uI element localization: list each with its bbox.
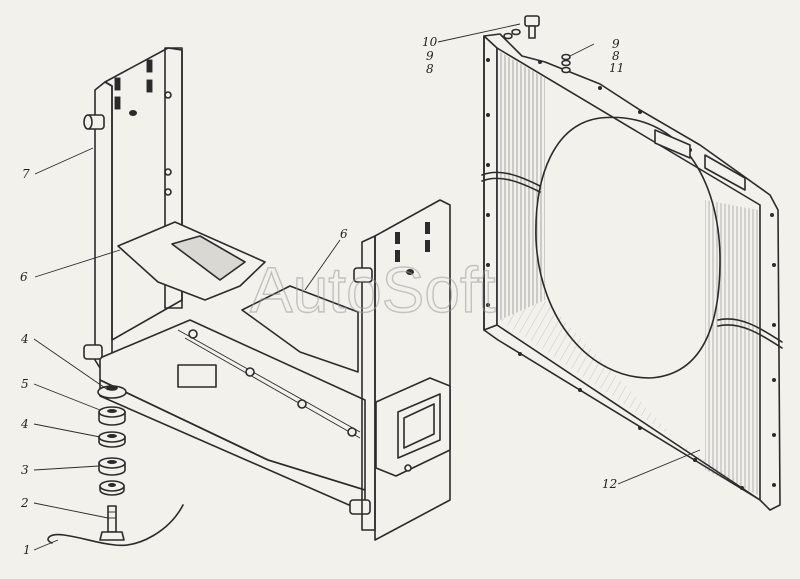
shroud-strap-right-2 [717, 324, 783, 349]
shroud-top-clip [654, 129, 691, 159]
callout-6-left: 6 [20, 270, 28, 284]
fan-shroud [481, 33, 783, 511]
washer-8 [503, 32, 513, 40]
mount-bolt-head [99, 531, 125, 541]
washer-9 [511, 28, 521, 36]
watermark-text: AutoSoft [250, 254, 496, 326]
shroud-inner-shade [500, 52, 545, 320]
callout-10: 10 [422, 35, 438, 49]
locking-wire [47, 504, 184, 547]
coupling-box-opening [397, 393, 441, 459]
bolt-head [347, 427, 357, 437]
coupling-box-inner [403, 403, 435, 449]
upright-slot [425, 240, 430, 252]
leader-6-left [34, 249, 121, 278]
mount-hole [129, 110, 137, 116]
mount-stack [47, 385, 184, 547]
leader-7 [34, 147, 94, 175]
upright-slot [146, 59, 153, 73]
shroud-inner-bottom [500, 300, 758, 495]
nut-9 [561, 53, 571, 61]
right-shelf-plate [241, 285, 359, 373]
callout-9-right: 9 [612, 37, 620, 51]
coupling-box [375, 377, 451, 477]
leader-10 [437, 23, 521, 43]
shroud-flange [483, 33, 781, 511]
leader-3 [33, 465, 100, 471]
foot-stud [83, 344, 103, 360]
leader-12 [617, 449, 701, 485]
base-rail [184, 337, 361, 439]
upright-slot [114, 77, 121, 91]
leader-6-right [304, 239, 341, 291]
bolt-head [188, 329, 198, 339]
callout-9-left: 9 [426, 49, 434, 63]
radiator-frame [83, 47, 451, 541]
callout-4-lower: 4 [20, 417, 29, 431]
frame-pin-end [83, 114, 93, 130]
leader-2 [33, 502, 109, 519]
upright-slot [395, 250, 400, 262]
callout-7: 7 [22, 167, 30, 181]
frame-pin [353, 267, 373, 283]
flange-holes [486, 58, 776, 490]
leader-4-upper [33, 338, 109, 391]
leader-4-lower [33, 423, 101, 438]
shroud-strap-left-2 [481, 177, 541, 193]
callout-2: 2 [20, 496, 29, 510]
base-cutout [177, 364, 217, 388]
right-upright-plate [374, 199, 451, 541]
bolt-head [404, 464, 412, 472]
washer-8-right [561, 59, 571, 67]
mount-bolt [107, 505, 117, 533]
shroud-fan-opening [535, 116, 721, 379]
shroud-top-clip-2 [704, 154, 746, 191]
callout-labels: 7 6 6 4 5 4 3 2 1 10 9 8 9 8 11 12 [20, 35, 624, 557]
callout-6-right: 6 [340, 227, 348, 241]
leader-lines [33, 23, 701, 551]
bolt-head [297, 399, 307, 409]
leader-9-right [569, 43, 595, 57]
shroud-inner-face [496, 47, 761, 501]
leader-5 [33, 383, 101, 411]
leader-1 [33, 539, 59, 551]
fasteners [503, 15, 571, 74]
washer-hole [106, 385, 118, 391]
bolt-head [164, 168, 172, 176]
upright-slot [425, 222, 430, 234]
shroud-bolt-10 [524, 15, 540, 27]
callout-1: 1 [23, 543, 31, 557]
shroud-inner-shade-right [705, 200, 758, 495]
left-shelf-plate [117, 221, 266, 301]
shroud-strap-right [717, 318, 783, 343]
shroud-strap-left [481, 171, 541, 187]
callout-3: 3 [21, 463, 29, 477]
rear-left-post [164, 47, 183, 309]
foot-stud [349, 499, 371, 515]
callout-12: 12 [602, 477, 617, 491]
upright-slot [395, 232, 400, 244]
callout-8-left: 8 [426, 62, 434, 76]
shelf-slot [171, 235, 246, 281]
callout-11: 11 [609, 61, 624, 75]
base-rail [177, 329, 361, 433]
bolt-head [164, 91, 172, 99]
mount-hole [406, 269, 414, 275]
callout-5: 5 [21, 377, 29, 391]
callout-8-right: 8 [612, 49, 620, 63]
bolt-head [164, 188, 172, 196]
bolt-head [245, 367, 255, 377]
upright-slot [146, 79, 153, 93]
upright-slot [114, 96, 121, 110]
washer-11 [561, 66, 571, 74]
callout-4-upper: 4 [20, 332, 29, 346]
